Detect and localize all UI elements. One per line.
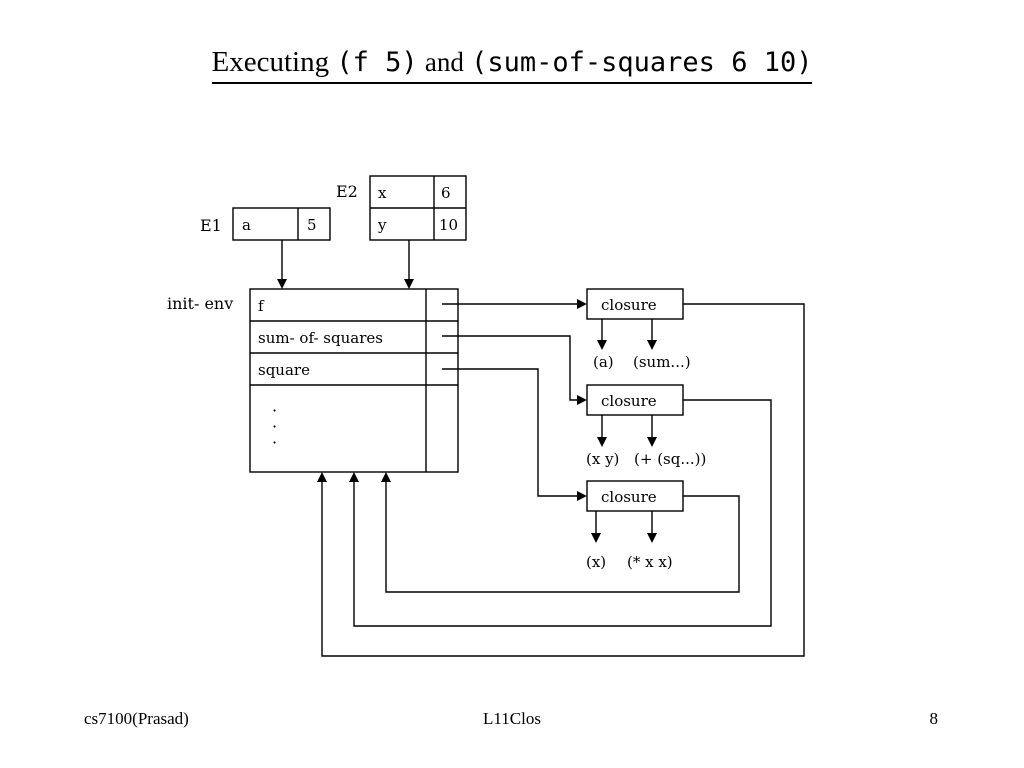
footer-page-number: 8: [929, 709, 939, 728]
slide-title: Executing (f 5) and (sum-of-squares 6 10…: [0, 44, 1024, 84]
e2-value-10: 10: [439, 216, 458, 234]
closure-square-env-arrowhead: [381, 472, 391, 482]
ellipsis-dot-1: ·: [272, 401, 277, 420]
closure-f-env-arrowhead: [317, 472, 327, 482]
closure-f-env-pointer: [321, 303, 805, 657]
binding-f: f: [258, 297, 265, 315]
title-text-and: and: [424, 47, 464, 77]
closure-f-params: (a): [593, 353, 614, 371]
title-code-sum-of-squares: (sum-of-squares 6 10): [471, 47, 813, 78]
ellipsis-dot-2: ·: [272, 417, 277, 436]
closure-f-params-arrowhead: [597, 340, 607, 350]
footer-course: cs7100(Prasad): [84, 709, 189, 728]
closure-square-body: (* x x): [627, 553, 673, 571]
closure-sum-of-squares-env-arrowhead: [349, 472, 359, 482]
closure-sum-of-squares-body-arrowhead: [647, 437, 657, 447]
e1-value-5: 5: [307, 216, 317, 234]
closure-square-env-pointer: [385, 480, 740, 593]
sum-of-squares-binding-pointer: [442, 335, 579, 401]
closure-f-body: (sum...): [633, 353, 691, 371]
binding-square: square: [258, 361, 310, 379]
e2-parent-arrowhead: [404, 279, 414, 289]
closure-sum-of-squares-body: (+ (sq...)): [634, 450, 706, 468]
square-binding-arrowhead: [577, 491, 587, 501]
e2-var-x: x: [378, 184, 387, 202]
closure-sum-of-squares-params-arrowhead: [597, 437, 607, 447]
closure-square-params-arrowhead: [591, 533, 601, 543]
init-env-frame: [249, 288, 459, 473]
closure-square-body-arrowhead: [647, 533, 657, 543]
f-binding-arrowhead: [577, 299, 587, 309]
closure-f-body-arrowhead: [647, 340, 657, 350]
title-text-executing: Executing: [211, 46, 330, 78]
binding-sum-of-squares: sum- of- squares: [258, 329, 383, 347]
closure-sum-of-squares-label: closure: [601, 392, 657, 410]
e1-parent-arrowhead: [277, 279, 287, 289]
e1-var-a: a: [242, 216, 251, 234]
ellipsis-dot-3: ·: [272, 433, 277, 452]
closure-sum-of-squares-params: (x y): [586, 450, 619, 468]
e2-label: E2: [336, 182, 358, 201]
e2-value-6: 6: [441, 184, 451, 202]
square-binding-pointer: [442, 368, 579, 497]
sum-of-squares-binding-arrowhead: [577, 395, 587, 405]
footer-lecture: L11Clos: [483, 709, 541, 728]
title-code-f5: (f 5): [336, 47, 418, 78]
closure-sum-of-squares-env-pointer: [353, 399, 772, 627]
e1-label: E1: [200, 216, 222, 235]
closure-f-label: closure: [601, 296, 657, 314]
closure-square-label: closure: [601, 488, 657, 506]
init-env-label: init- env: [167, 294, 233, 313]
e2-var-y: y: [377, 216, 387, 234]
closure-square-params: (x): [586, 553, 606, 571]
